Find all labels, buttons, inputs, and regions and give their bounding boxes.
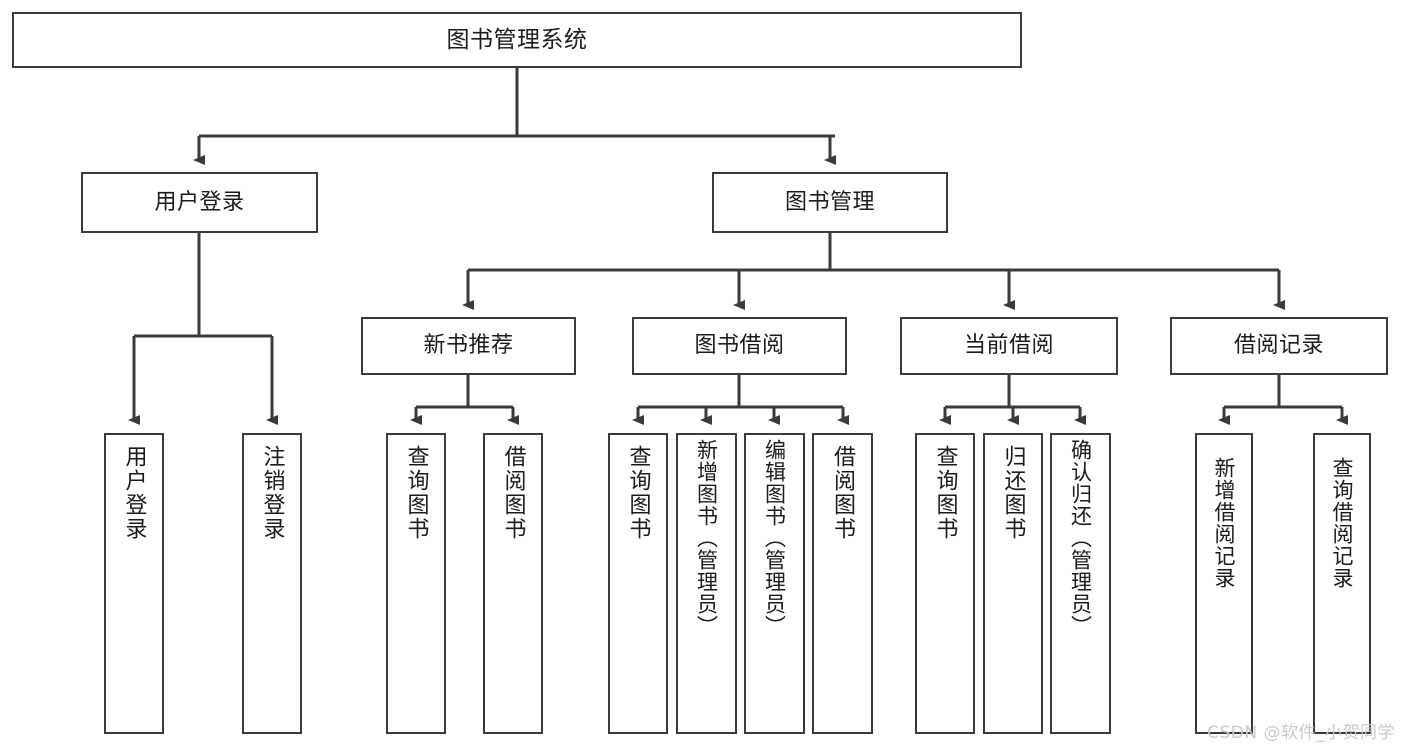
leaf-book-borrow-2-label: 新增图书（管理员） xyxy=(694,439,719,637)
leaf-borrow-record-1-label: 新增借阅记录 xyxy=(1212,457,1237,589)
leaf-borrow-record-2-label: 查询借阅记录 xyxy=(1330,457,1355,589)
leaf-book-borrow-3[interactable]: 编辑图书（管理员） xyxy=(744,433,805,734)
node-book-borrow-label: 图书借阅 xyxy=(694,333,785,359)
leaf-user-login-2-label: 注销登录 xyxy=(259,445,285,541)
node-borrow-record[interactable]: 借阅记录 xyxy=(1170,317,1388,375)
leaf-book-borrow-1[interactable]: 查询图书 xyxy=(608,433,668,734)
node-borrow-record-label: 借阅记录 xyxy=(1233,333,1324,359)
node-root[interactable]: 图书管理系统 xyxy=(12,12,1022,68)
leaf-user-login-1-label: 用户登录 xyxy=(121,445,147,541)
node-book-manage[interactable]: 图书管理 xyxy=(712,172,948,233)
leaf-new-book-1[interactable]: 查询图书 xyxy=(386,433,446,734)
node-book-borrow[interactable]: 图书借阅 xyxy=(632,317,847,375)
leaf-current-borrow-1[interactable]: 查询图书 xyxy=(915,433,975,734)
leaf-current-borrow-3[interactable]: 确认归还（管理员） xyxy=(1050,433,1111,734)
leaf-current-borrow-2[interactable]: 归还图书 xyxy=(983,433,1043,734)
leaf-book-borrow-4-label: 借阅图书 xyxy=(830,445,856,541)
leaf-current-borrow-2-label: 归还图书 xyxy=(1000,445,1026,541)
leaf-user-login-1[interactable]: 用户登录 xyxy=(104,433,164,734)
leaf-user-login-2[interactable]: 注销登录 xyxy=(242,433,302,734)
leaf-book-borrow-3-label: 编辑图书（管理员） xyxy=(762,439,787,637)
node-root-label: 图书管理系统 xyxy=(446,26,588,53)
leaf-book-borrow-1-label: 查询图书 xyxy=(625,445,651,541)
leaf-current-borrow-3-label: 确认归还（管理员） xyxy=(1068,439,1093,637)
leaf-book-borrow-4[interactable]: 借阅图书 xyxy=(812,433,873,734)
leaf-new-book-1-label: 查询图书 xyxy=(403,445,429,541)
node-current-borrow-label: 当前借阅 xyxy=(963,333,1054,359)
leaf-borrow-record-1[interactable]: 新增借阅记录 xyxy=(1195,433,1253,734)
leaf-new-book-2-label: 借阅图书 xyxy=(500,445,526,541)
node-new-book-recommend[interactable]: 新书推荐 xyxy=(361,317,576,375)
leaf-borrow-record-2[interactable]: 查询借阅记录 xyxy=(1313,433,1371,734)
node-user-login[interactable]: 用户登录 xyxy=(81,172,318,233)
leaf-book-borrow-2[interactable]: 新增图书（管理员） xyxy=(676,433,737,734)
leaf-new-book-2[interactable]: 借阅图书 xyxy=(483,433,543,734)
node-new-book-recommend-label: 新书推荐 xyxy=(423,333,514,359)
node-current-borrow[interactable]: 当前借阅 xyxy=(900,317,1118,375)
node-user-login-label: 用户登录 xyxy=(154,189,245,215)
leaf-current-borrow-1-label: 查询图书 xyxy=(932,445,958,541)
node-book-manage-label: 图书管理 xyxy=(784,189,875,215)
